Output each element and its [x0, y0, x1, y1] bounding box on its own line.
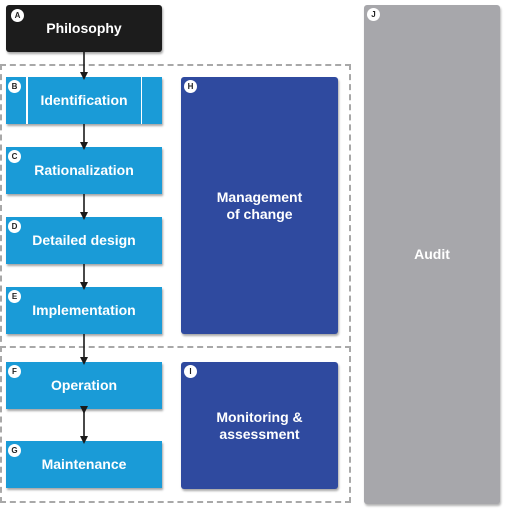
- detailed-design-label: Detailed design: [32, 232, 136, 248]
- identification-badge: B: [8, 80, 21, 93]
- audit-box: J Audit: [364, 5, 500, 504]
- detailed-design-badge: D: [8, 220, 21, 233]
- rationalization-label: Rationalization: [34, 162, 134, 178]
- implementation-badge: E: [8, 290, 21, 303]
- detailed-design-box: D Detailed design: [6, 217, 162, 264]
- management-of-change-label-line2: of change: [226, 205, 293, 222]
- philosophy-label: Philosophy: [46, 20, 122, 36]
- rationalization-box: C Rationalization: [6, 147, 162, 194]
- implementation-label: Implementation: [32, 302, 136, 318]
- maintenance-label: Maintenance: [41, 456, 127, 472]
- management-of-change-box: H Management of change: [181, 77, 338, 334]
- monitoring-assessment-label-line1: Monitoring &: [216, 408, 303, 425]
- operation-label: Operation: [50, 377, 118, 393]
- rationalization-badge: C: [8, 150, 21, 163]
- maintenance-badge: G: [8, 444, 21, 457]
- monitoring-assessment-box: I Monitoring & assessment: [181, 362, 338, 489]
- identification-right-divider: [140, 77, 142, 124]
- audit-badge: J: [367, 8, 380, 21]
- philosophy-box: A Philosophy: [6, 5, 162, 52]
- operation-badge: F: [8, 365, 21, 378]
- maintenance-box: G Maintenance: [6, 441, 162, 488]
- audit-label: Audit: [414, 246, 450, 262]
- monitoring-assessment-badge: I: [184, 365, 197, 378]
- identification-label: Identification: [40, 92, 128, 108]
- implementation-box: E Implementation: [6, 287, 162, 334]
- identification-box: B Identification: [6, 77, 162, 124]
- operation-box: F Operation: [6, 362, 162, 409]
- management-of-change-label-line1: Management: [216, 188, 303, 205]
- lifecycle-group-boundary: [0, 64, 351, 503]
- monitoring-assessment-label-line2: assessment: [219, 425, 300, 442]
- management-of-change-badge: H: [184, 80, 197, 93]
- identification-left-divider: [26, 77, 28, 124]
- group-divider-line: [0, 346, 351, 348]
- philosophy-badge: A: [11, 9, 24, 22]
